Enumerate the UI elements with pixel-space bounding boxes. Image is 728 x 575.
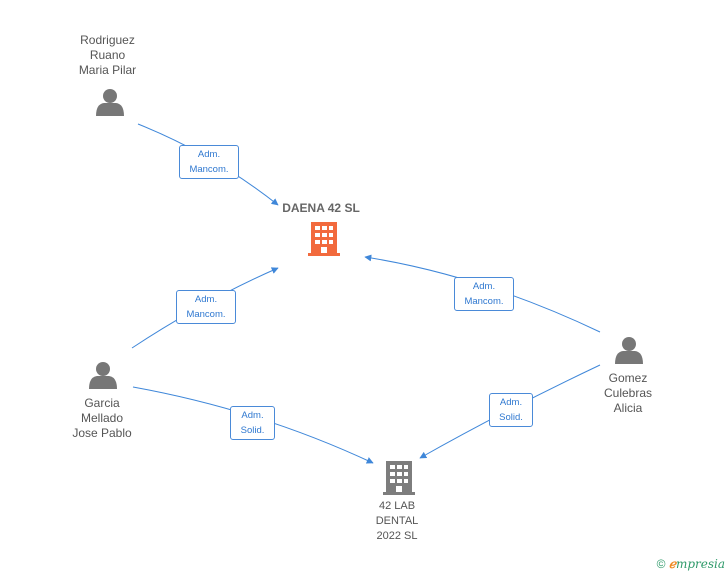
person-label-garcia[interactable]: Garcia Mellado Jose Pablo [72, 396, 132, 440]
edge-label-rodriguez-daena: Adm. Mancom. [179, 145, 239, 179]
person-icon[interactable] [89, 362, 117, 389]
edge-label-garcia-daena: Adm. Mancom. [176, 290, 236, 324]
person-label-rodriguez[interactable]: Rodriguez Ruano Maria Pilar [78, 33, 137, 77]
brand-logo: ℯmpresia [668, 557, 725, 571]
person-label-gomez[interactable]: Gomez Culebras Alicia [603, 371, 653, 415]
company-label-daena[interactable]: DAENA 42 SL [282, 201, 360, 215]
person-icon[interactable] [615, 337, 643, 364]
copyright-icon: © [656, 557, 666, 571]
building-icon[interactable] [308, 222, 340, 256]
person-icon[interactable] [96, 89, 124, 116]
company-label-dental[interactable]: 42 LAB DENTAL 2022 SL [375, 500, 419, 542]
edge-label-gomez-dental: Adm. Solid. [489, 393, 533, 427]
building-icon[interactable] [383, 461, 415, 495]
edge-label-gomez-daena: Adm. Mancom. [454, 277, 514, 311]
edge-label-garcia-dental: Adm. Solid. [230, 406, 275, 440]
footer-brand[interactable]: © ℯmpresia [657, 557, 725, 571]
